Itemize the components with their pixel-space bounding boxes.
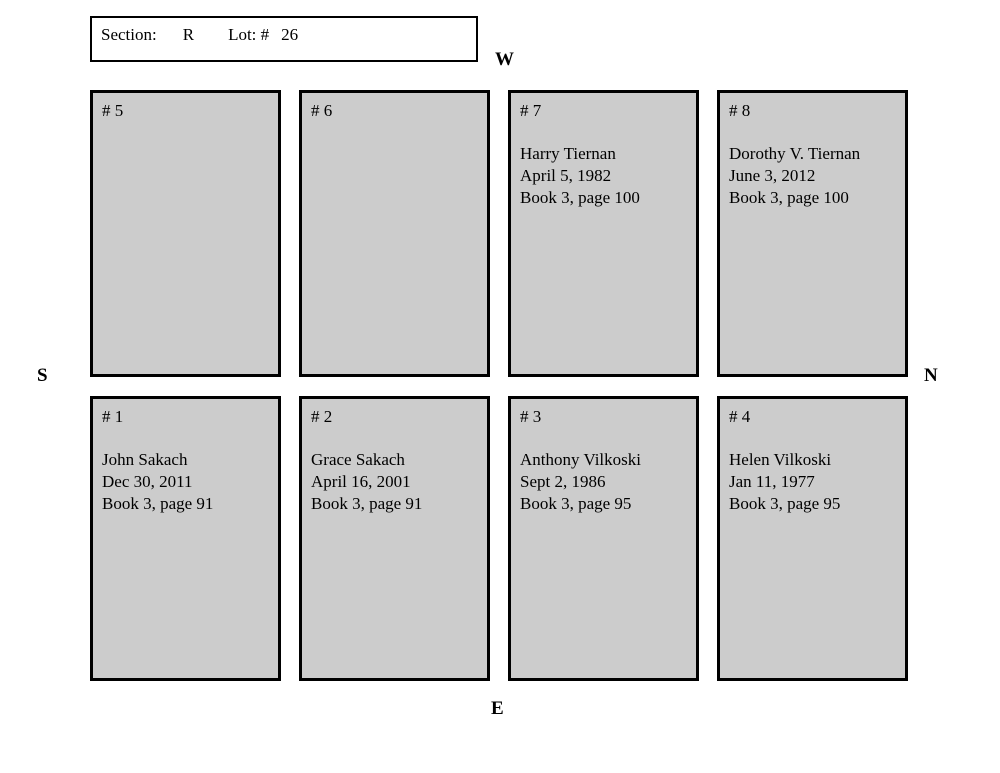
compass-west-label: W — [495, 49, 514, 70]
plot-number: # 4 — [729, 407, 751, 426]
record-reference: Book 3, page 100 — [729, 188, 849, 207]
interment-name: Harry Tiernan — [520, 144, 616, 163]
plot-info: Harry Tiernan April 5, 1982 Book 3, page… — [520, 143, 688, 209]
record-reference: Book 3, page 95 — [729, 494, 841, 513]
section-lot-header-box: Section: R Lot: # 26 — [90, 16, 478, 62]
plot-info: Grace Sakach April 16, 2001 Book 3, page… — [311, 449, 479, 515]
interment-name: Grace Sakach — [311, 450, 405, 469]
section-value: R — [182, 25, 195, 44]
interment-date: April 16, 2001 — [311, 472, 411, 491]
record-reference: Book 3, page 95 — [520, 494, 632, 513]
plot-number: # 1 — [102, 407, 124, 426]
plot-4: # 4 Helen Vilkoski Jan 11, 1977 Book 3, … — [717, 396, 908, 681]
compass-south-label: S — [37, 365, 48, 386]
plot-info: Dorothy V. Tiernan June 3, 2012 Book 3, … — [729, 143, 897, 209]
plot-number: # 7 — [520, 101, 542, 120]
plot-info: Anthony Vilkoski Sept 2, 1986 Book 3, pa… — [520, 449, 688, 515]
interment-date: April 5, 1982 — [520, 166, 612, 185]
record-reference: Book 3, page 91 — [311, 494, 423, 513]
interment-date: Jan 11, 1977 — [729, 472, 815, 491]
plot-info: Helen Vilkoski Jan 11, 1977 Book 3, page… — [729, 449, 897, 515]
compass-north-label: N — [924, 365, 938, 386]
plot-3: # 3 Anthony Vilkoski Sept 2, 1986 Book 3… — [508, 396, 699, 681]
plot-6: # 6 — [299, 90, 490, 377]
plot-number: # 6 — [311, 101, 333, 120]
plot-5: # 5 — [90, 90, 281, 377]
lot-label: Lot: # — [228, 25, 270, 44]
interment-date: Sept 2, 1986 — [520, 472, 606, 491]
plot-number: # 5 — [102, 101, 124, 120]
plot-info: John Sakach Dec 30, 2011 Book 3, page 91 — [102, 449, 270, 515]
lot-value: 26 — [281, 25, 299, 44]
interment-name: Dorothy V. Tiernan — [729, 144, 861, 163]
plot-1: # 1 John Sakach Dec 30, 2011 Book 3, pag… — [90, 396, 281, 681]
plot-7: # 7 Harry Tiernan April 5, 1982 Book 3, … — [508, 90, 699, 377]
record-reference: Book 3, page 100 — [520, 188, 640, 207]
interment-name: Anthony Vilkoski — [520, 450, 641, 469]
plot-number: # 8 — [729, 101, 751, 120]
plot-number: # 3 — [520, 407, 542, 426]
record-reference: Book 3, page 91 — [102, 494, 214, 513]
plot-8: # 8 Dorothy V. Tiernan June 3, 2012 Book… — [717, 90, 908, 377]
plot-number: # 2 — [311, 407, 333, 426]
plot-2: # 2 Grace Sakach April 16, 2001 Book 3, … — [299, 396, 490, 681]
section-lot-line: Section: R Lot: # 26 — [92, 18, 476, 45]
compass-east-label: E — [491, 698, 504, 719]
section-label: Section: — [101, 25, 157, 44]
interment-name: John Sakach — [102, 450, 188, 469]
interment-date: June 3, 2012 — [729, 166, 816, 185]
interment-name: Helen Vilkoski — [729, 450, 832, 469]
interment-date: Dec 30, 2011 — [102, 472, 193, 491]
